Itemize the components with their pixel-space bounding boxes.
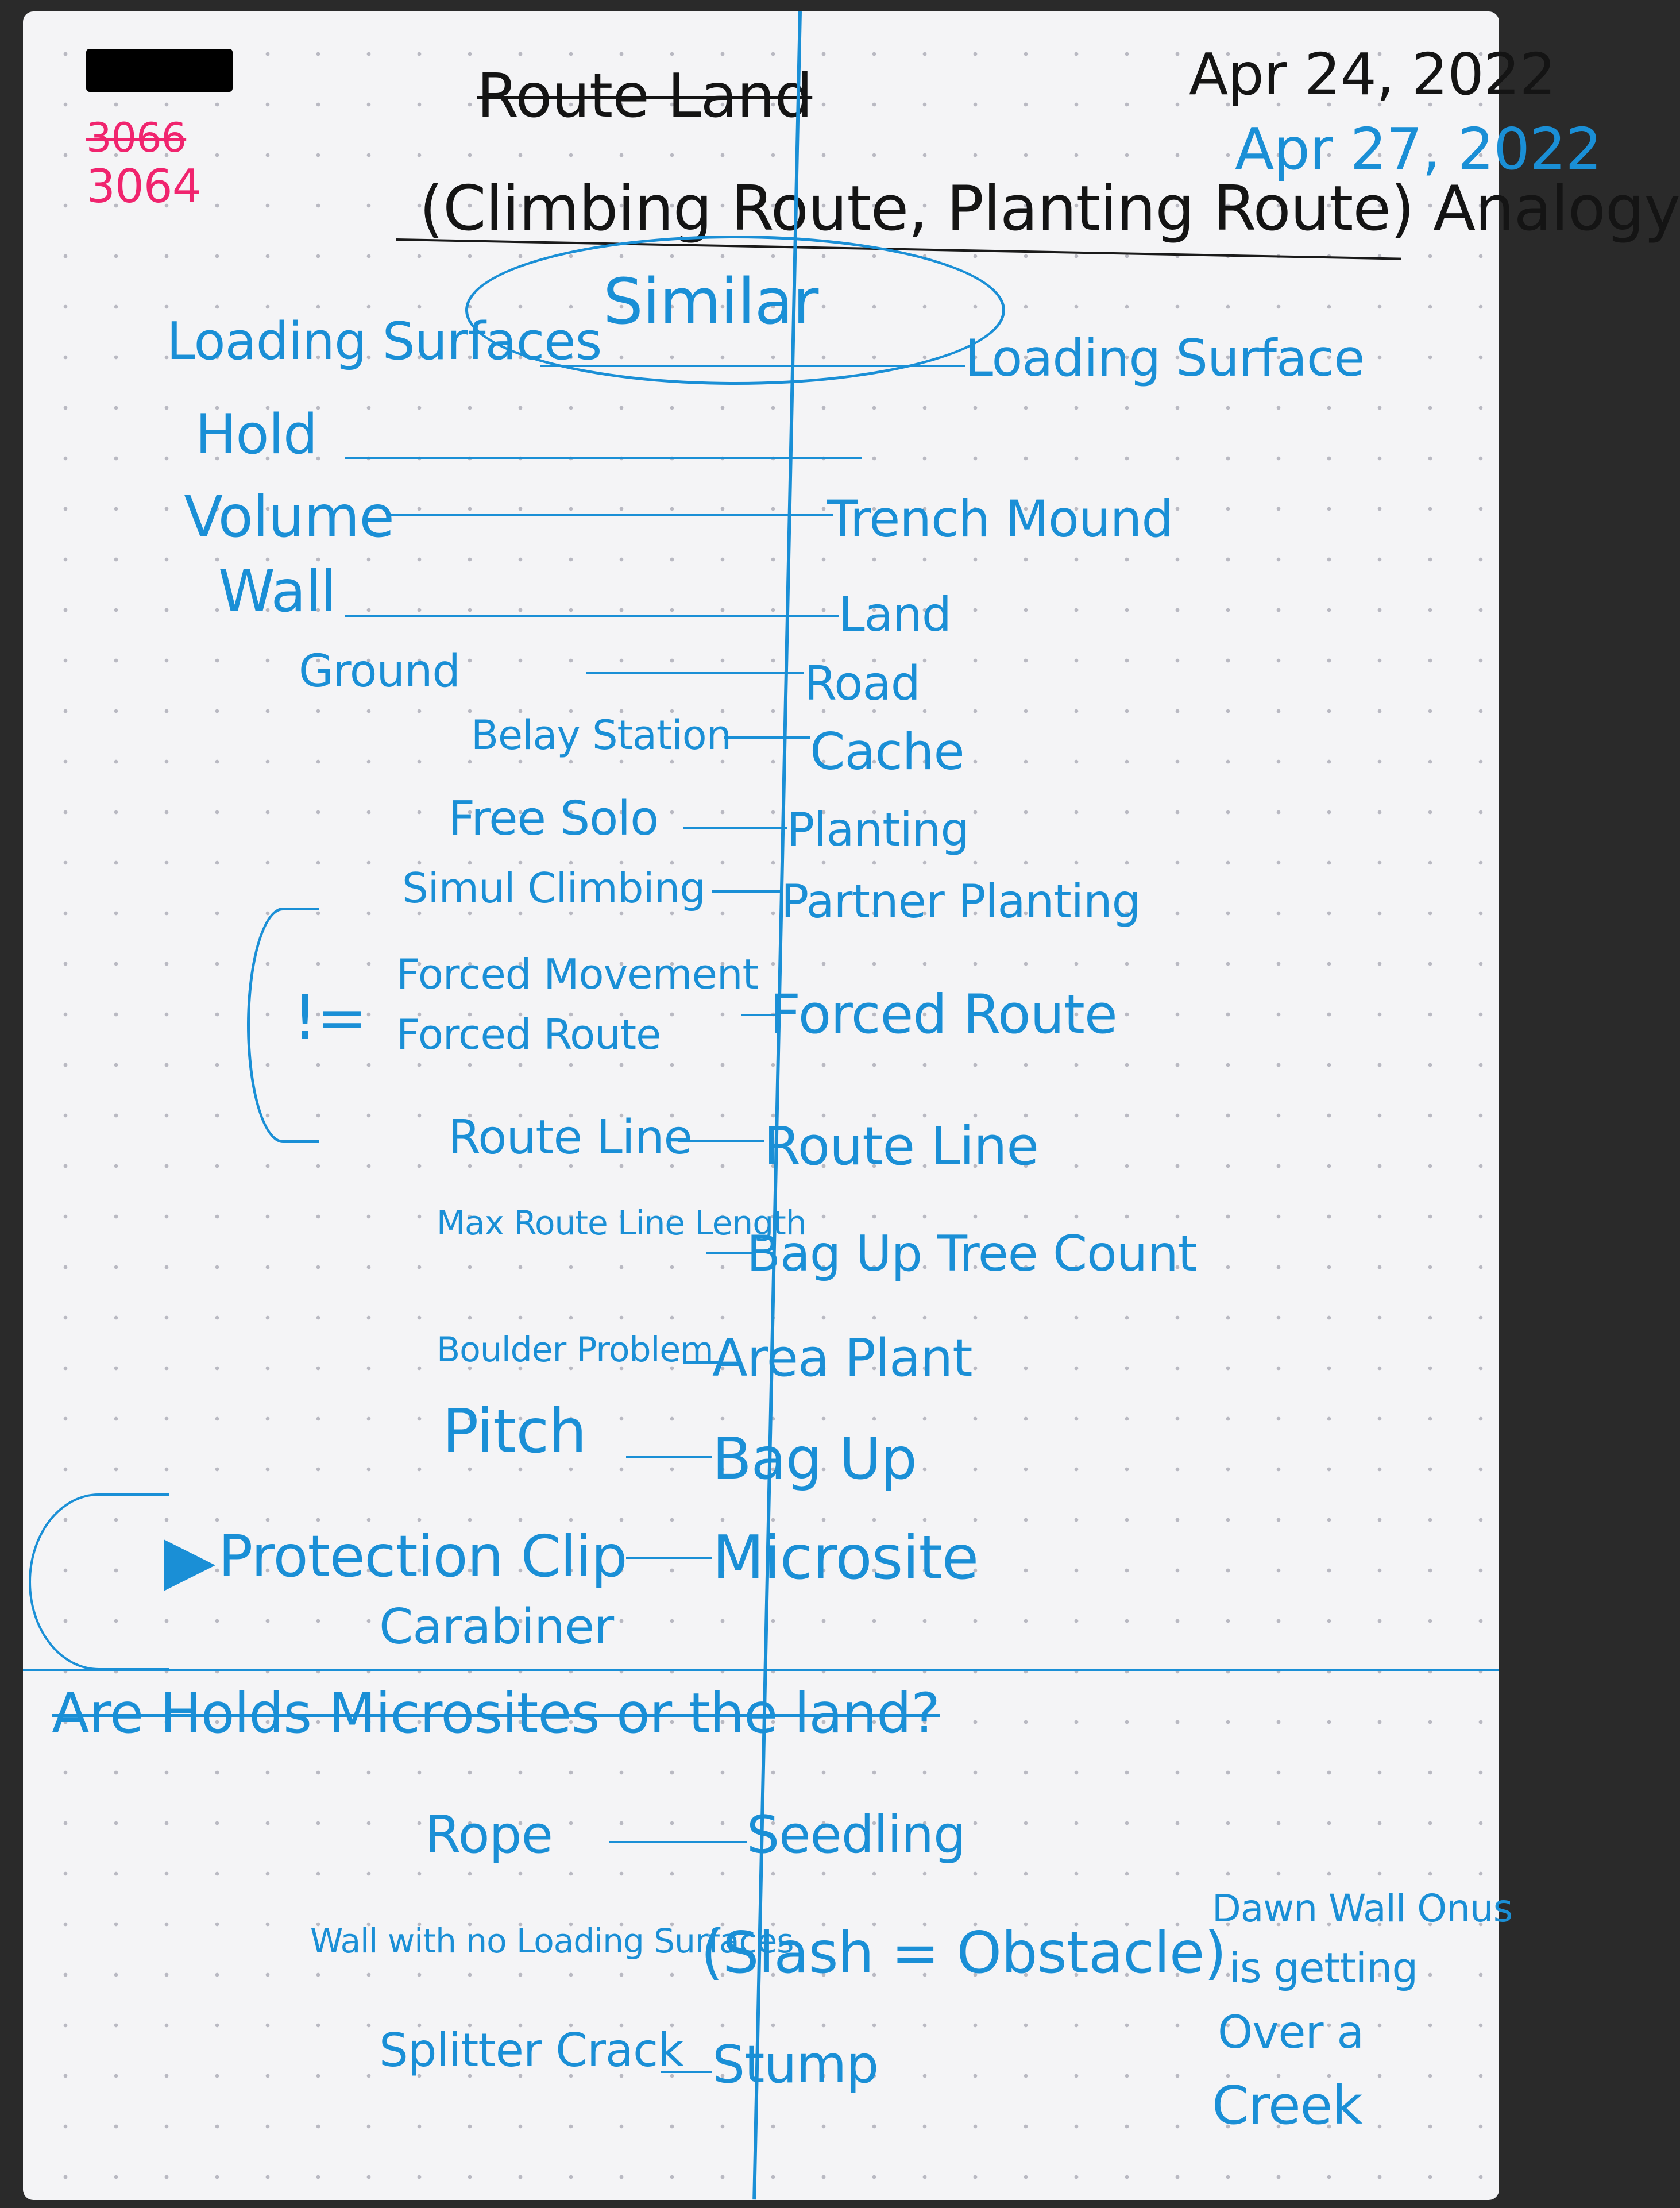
right-item: Forced Route — [770, 983, 1118, 1046]
connector-line — [345, 457, 862, 459]
connector-line — [609, 1841, 747, 1843]
left-item: Hold — [195, 403, 318, 466]
left-item: Pitch — [442, 1396, 587, 1466]
right-item: Cache — [810, 722, 965, 781]
right-item: Road — [804, 657, 921, 711]
left-item: Belay Station — [471, 712, 732, 759]
lower-left-item: Rope — [425, 1805, 553, 1865]
connector-line — [661, 2071, 712, 2073]
right-item: Area Plant — [712, 1328, 972, 1388]
side-note-line: is getting — [1229, 1944, 1418, 1992]
right-item: Land — [839, 588, 952, 642]
not-equal-mark: != — [293, 983, 367, 1053]
connector-line — [741, 1014, 781, 1016]
connector-line — [626, 1557, 712, 1559]
date-first: Apr 24, 2022 — [1189, 41, 1556, 108]
lower-right-item: Stump — [712, 2035, 879, 2095]
connector-line — [586, 672, 804, 674]
left-item: Forced Movement — [396, 950, 759, 998]
connector-line — [706, 1252, 752, 1254]
right-item: Loading Surface — [965, 329, 1365, 388]
left-item: Max Route Line Length — [437, 1203, 807, 1242]
lower-left-item: Wall with no Loading Surfaces — [310, 1921, 794, 1960]
notebook-page: 3066 3064 Route Land (Climbing Route, Pl… — [23, 11, 1680, 2200]
side-note-line: Dawn Wall Onus — [1212, 1886, 1513, 1931]
date-second: Apr 27, 2022 — [1235, 115, 1602, 183]
connector-line — [683, 1361, 718, 1364]
connector-line — [678, 1140, 764, 1142]
section-label: Similar — [603, 265, 818, 338]
left-item: Forced Route — [396, 1010, 661, 1059]
page-subtitle: (Climbing Route, Planting Route) Analogy — [419, 173, 1680, 245]
right-item: Microsite — [712, 1523, 979, 1593]
left-item: Ground — [299, 646, 461, 697]
side-note-line: Over a — [1218, 2007, 1364, 2059]
right-item: Trench Mound — [827, 489, 1173, 549]
connector-line — [683, 827, 787, 829]
page-title: Route Land — [477, 61, 813, 131]
loop-arrow-curve — [29, 1493, 169, 1670]
left-item: Simul Climbing — [402, 864, 706, 912]
arrow-icon — [164, 1539, 215, 1591]
left-item: Protection Clip — [218, 1523, 628, 1590]
connector-line — [540, 365, 965, 367]
connector-line — [626, 1456, 712, 1458]
lower-right-item: (Slash = Obstacle) — [701, 1919, 1226, 1986]
connector-line — [345, 615, 839, 617]
lower-left-item: Splitter Crack — [379, 2024, 684, 2077]
similar-circle — [465, 236, 1005, 385]
page-number-struck: 3066 — [86, 114, 187, 161]
page-number: 3064 — [86, 160, 202, 213]
question-struck: Are Holds Microsites or the land? — [52, 1681, 940, 1746]
left-item: Wall — [218, 558, 337, 625]
left-item: Volume — [184, 483, 395, 550]
left-item: Free Solo — [448, 792, 659, 846]
left-item: Route Line — [448, 1110, 693, 1165]
right-item: Route Line — [764, 1115, 1039, 1177]
left-item: Carabiner — [379, 1599, 614, 1655]
right-item: Partner Planting — [781, 875, 1141, 928]
lower-right-item: Seedling — [747, 1805, 966, 1865]
connector-line — [712, 890, 781, 893]
connector-line — [724, 736, 810, 739]
right-item: Bag Up Tree Count — [747, 1225, 1197, 1283]
connector-line — [391, 514, 833, 516]
right-item: Bag Up — [712, 1425, 917, 1492]
side-note-line: Creek — [1212, 2075, 1363, 2136]
redacted-box — [86, 49, 233, 92]
left-item: Loading Surfaces — [167, 311, 602, 372]
right-item: Planting — [787, 803, 970, 856]
horizontal-divider — [23, 1669, 1499, 1671]
bracket-paren — [247, 908, 319, 1143]
left-item: Boulder Problem — [437, 1330, 714, 1370]
